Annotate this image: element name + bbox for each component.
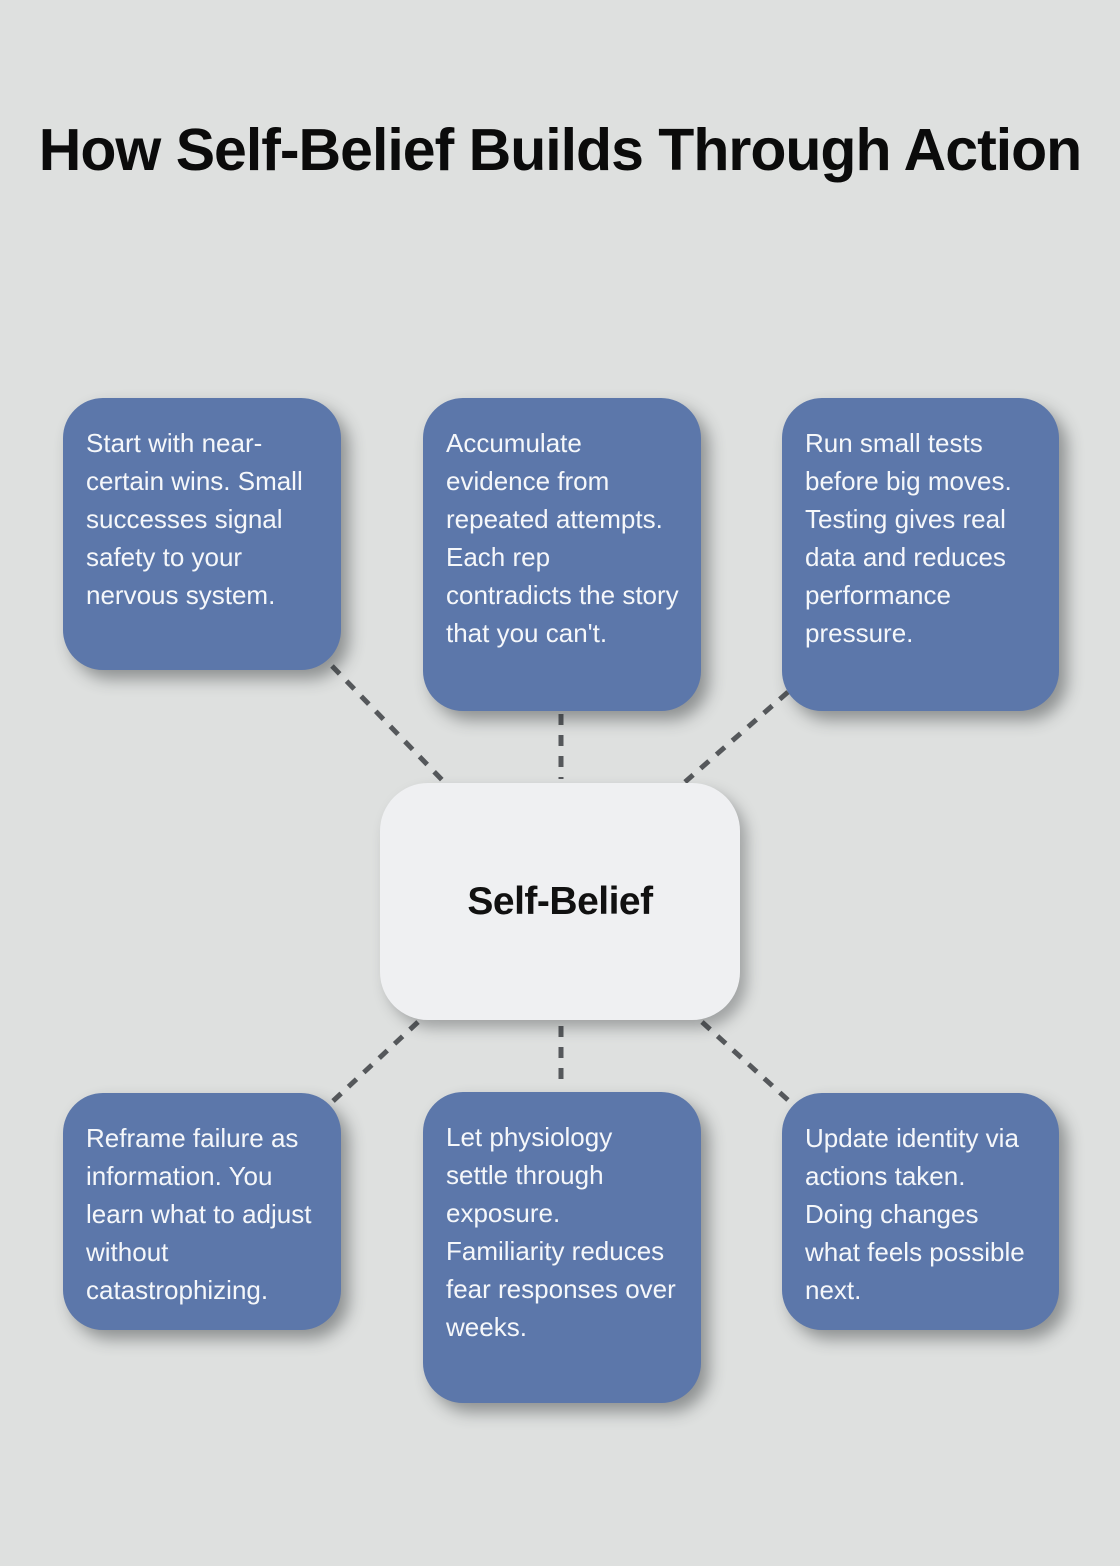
branch-node-reframe-failure: Reframe failure as information. You lear…: [63, 1093, 341, 1330]
connector-line-bottom-left: [330, 1020, 420, 1104]
branch-node-run-small-tests: Run small tests before big moves. Testin…: [782, 398, 1059, 711]
connector-line-top-right: [683, 690, 790, 784]
branch-node-accumulate-evidence: Accumulate evidence from repeated attemp…: [423, 398, 701, 711]
branch-node-near-certain-wins: Start with near-certain wins. Small succ…: [63, 398, 341, 670]
branch-node-physiology-exposure: Let physiology settle through exposure. …: [423, 1092, 701, 1403]
center-node-self-belief: Self-Belief: [380, 783, 740, 1020]
branch-node-update-identity: Update identity via actions taken. Doing…: [782, 1093, 1059, 1330]
page-title: How Self-Belief Builds Through Action: [38, 117, 1082, 183]
connector-line-bottom-right: [700, 1020, 790, 1102]
center-node-label: Self-Belief: [467, 879, 653, 923]
